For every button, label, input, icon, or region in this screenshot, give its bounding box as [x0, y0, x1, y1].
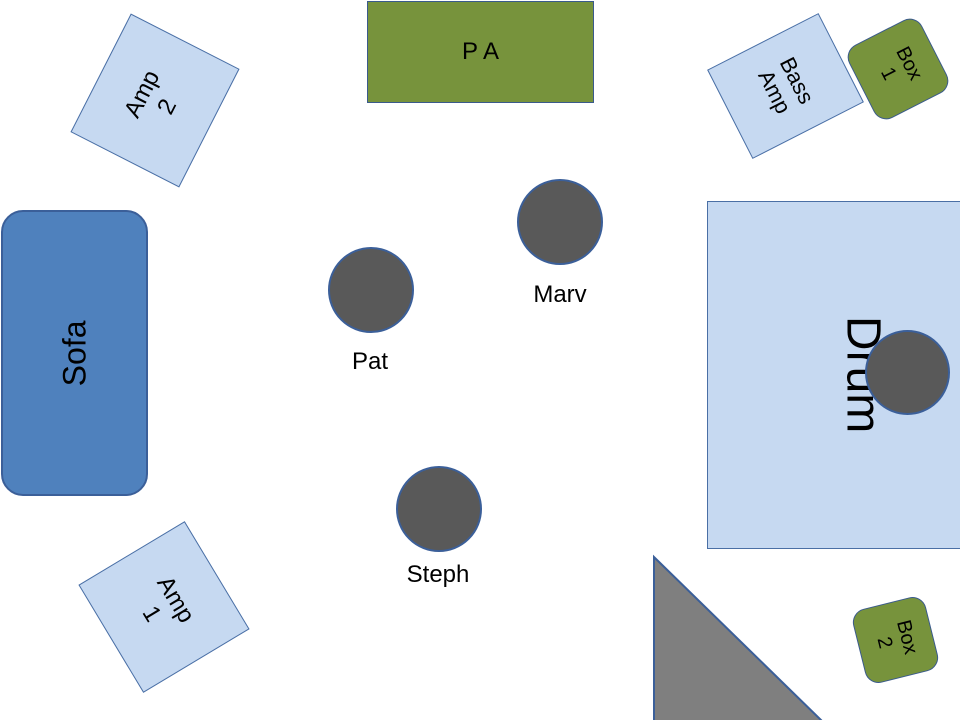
pat-label: Pat [351, 348, 389, 375]
pa-label: P A [462, 38, 499, 66]
amp-1-label: Amp 1 [137, 571, 201, 628]
sofa-label: Sofa [56, 320, 93, 386]
box-1: Box 1 [842, 13, 954, 125]
steph-marker [396, 466, 482, 552]
box-2-label: Box 2 [872, 617, 922, 657]
bass-amp-label: Bass Amp [752, 52, 820, 118]
marv-marker [517, 179, 603, 265]
drummer-marker [865, 330, 950, 415]
triangle-wedge [653, 554, 823, 720]
box-2: Box 2 [849, 594, 942, 686]
amp-2-label: Amp 2 [119, 65, 183, 123]
bass-amp: Bass Amp [707, 13, 864, 159]
pa-speaker: P A [367, 1, 594, 103]
steph-label: Steph [406, 561, 470, 588]
marv-label: Marv [533, 281, 587, 308]
box-1-label: Box 1 [875, 43, 927, 84]
amp-2: Amp 2 [70, 13, 240, 188]
pat-marker [328, 247, 414, 333]
sofa: Sofa [1, 210, 148, 496]
triangle-shape [653, 554, 823, 720]
amp-1: Amp 1 [78, 521, 250, 693]
